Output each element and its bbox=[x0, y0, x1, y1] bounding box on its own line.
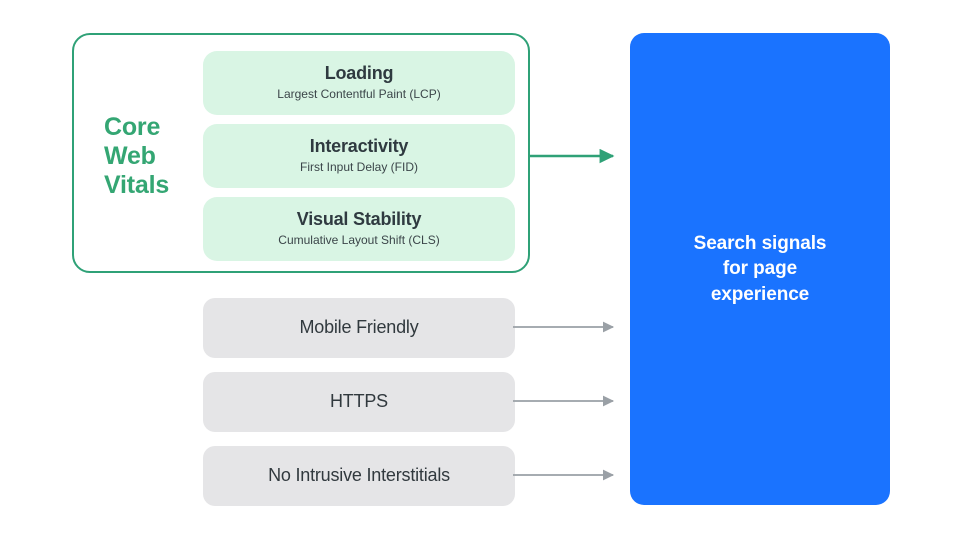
search-signals-label: Search signals for page experience bbox=[693, 232, 827, 305]
metric-title: Visual Stability bbox=[296, 209, 422, 230]
metric-subtitle: Largest Contentful Paint (LCP) bbox=[277, 87, 441, 101]
signal-title: No Intrusive Interstitials bbox=[268, 465, 450, 486]
metric-card-interactivity[interactable]: Interactivity First Input Delay (FID) bbox=[203, 124, 515, 188]
metric-title: Interactivity bbox=[309, 136, 409, 157]
metric-title: Loading bbox=[324, 63, 394, 84]
signal-card-https[interactable]: HTTPS bbox=[203, 372, 515, 432]
search-signals-box[interactable]: Search signals for page experience bbox=[630, 33, 890, 505]
signal-card-mobile-friendly[interactable]: Mobile Friendly bbox=[203, 298, 515, 358]
signal-title: HTTPS bbox=[329, 391, 388, 412]
signal-title: Mobile Friendly bbox=[299, 317, 419, 338]
signal-card-no-intrusive-interstitials[interactable]: No Intrusive Interstitials bbox=[203, 446, 515, 506]
metric-card-visual-stability[interactable]: Visual Stability Cumulative Layout Shift… bbox=[203, 197, 515, 261]
core-web-vitals-label: Core Web Vitals bbox=[104, 113, 170, 199]
metric-subtitle: First Input Delay (FID) bbox=[299, 160, 419, 174]
metric-card-loading[interactable]: Loading Largest Contentful Paint (LCP) bbox=[203, 51, 515, 115]
metric-subtitle: Cumulative Layout Shift (CLS) bbox=[278, 233, 440, 247]
